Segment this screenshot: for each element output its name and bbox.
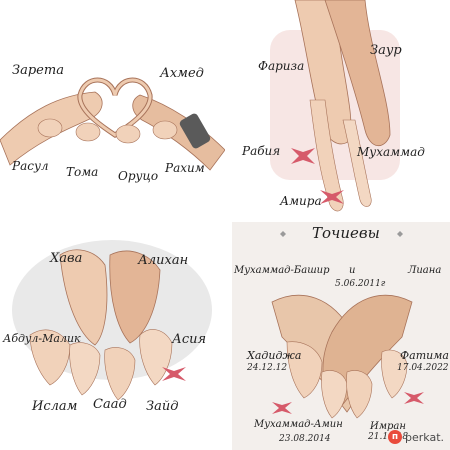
panel-tochievy-family: Точиевы Мухаммад-Башир и Лиана 5.06.2011… (232, 222, 450, 450)
watermark: п perkat. (388, 430, 444, 444)
name-label: Алихан (138, 253, 189, 268)
name-label: Зайд (146, 399, 179, 414)
name-label: Лиана (408, 265, 442, 276)
name-label: Рахим (165, 161, 205, 175)
conjunction-label: и (349, 265, 356, 276)
name-label: Амира (280, 194, 322, 208)
panel-family-hands: Хава Алихан Абдул-Малик Асия Ислам Саад … (0, 225, 225, 450)
heart-hands-illustration (0, 77, 225, 171)
name-label: Имран (370, 421, 406, 432)
name-label: Саад (93, 397, 127, 412)
name-label: Хава (50, 251, 83, 266)
name-label: Ахмед (160, 66, 204, 81)
name-label: Абдул-Малик (3, 332, 81, 345)
name-label: Мухаммад-Башир (234, 265, 330, 276)
date-label: 5.06.2011г (335, 279, 386, 289)
name-label: Мухаммад (357, 145, 425, 159)
name-label: Фатима (400, 349, 449, 362)
panel-heart-hands: Зарета Ахмед Расул Тома Оруцо Рахим (0, 0, 225, 225)
watermark-text: perkat. (405, 430, 444, 444)
date-label: 24.12.12 (247, 363, 288, 373)
name-label: Заур (370, 43, 402, 58)
name-label: Зарета (12, 63, 64, 78)
name-label: Хадиджа (247, 349, 302, 362)
family-title: Точиевы (312, 224, 380, 242)
name-label: Фариза (258, 59, 305, 73)
family-hands-illustration (12, 240, 212, 401)
watermark-logo-icon: п (388, 430, 402, 444)
name-label: Мухаммад-Амин (254, 419, 343, 430)
name-label: Расул (12, 159, 49, 173)
name-label: Тома (66, 165, 99, 179)
crossed-hands-illustration (271, 231, 424, 419)
name-label: Асия (172, 332, 207, 347)
name-label: Ислам (32, 399, 78, 414)
name-label: Оруцо (118, 169, 159, 183)
date-label: 17.04.2022 (397, 363, 449, 373)
date-label: 23.08.2014 (279, 434, 331, 444)
panel-stacked-hands: Фариза Заур Рабия Мухаммад Амира (225, 0, 450, 225)
stacked-hands-illustration (270, 0, 400, 212)
name-label: Рабия (242, 144, 281, 158)
